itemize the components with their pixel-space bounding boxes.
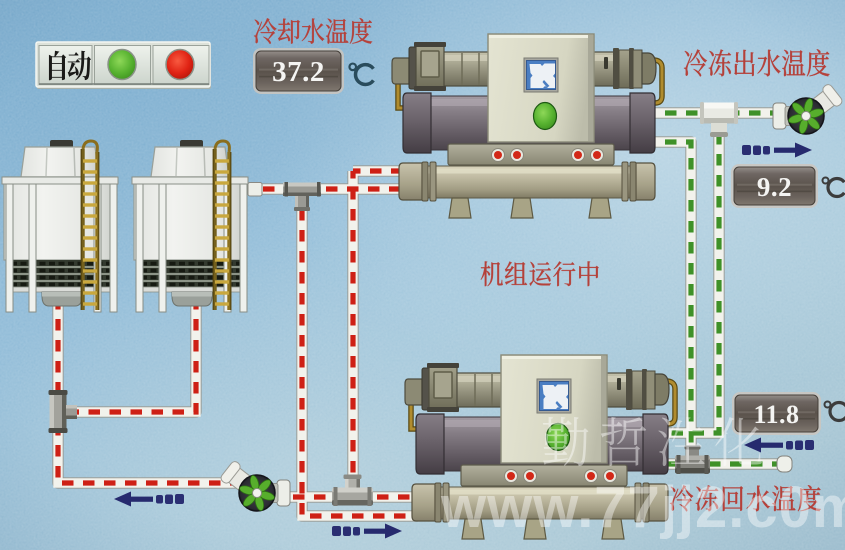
svg-text:37.2: 37.2 <box>272 56 325 88</box>
svg-text:9.2: 9.2 <box>757 172 792 202</box>
svg-text:11.8: 11.8 <box>753 400 799 429</box>
svg-text:www.77jj2.c0m: www.77jj2.c0m <box>440 475 845 540</box>
